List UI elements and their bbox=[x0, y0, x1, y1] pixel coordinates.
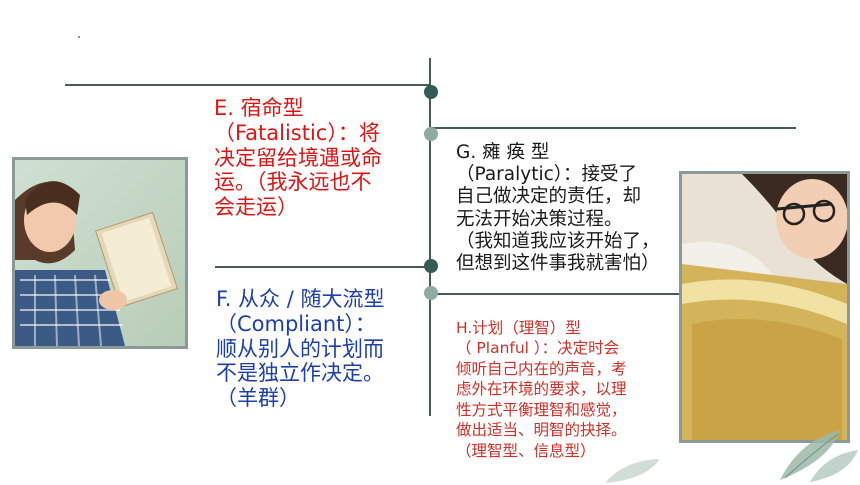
section-f-line: （Compliant）： bbox=[216, 311, 376, 336]
section-g-line: 自己做决定的责任，却 bbox=[456, 186, 642, 208]
section-f-line: 顺从别人的计划而 bbox=[216, 336, 384, 361]
section-h-planful: H.计划（理智）型 （ Planful ）：决定时会 倾听自己内在的声音，考 虑… bbox=[456, 318, 627, 461]
section-f-compliant: F. 从众 / 随大流型 （Compliant）： 顺从别人的计划而 不是独立作… bbox=[216, 287, 384, 411]
section-h-line: 虑外在环境的要求，以理 bbox=[456, 380, 627, 399]
section-f-line: 不是独立作决定。 bbox=[216, 361, 384, 386]
section-h-line: H.计划（理智）型 bbox=[456, 319, 581, 337]
timeline-node bbox=[424, 127, 438, 141]
timeline-line-g bbox=[430, 127, 796, 129]
timeline-line-f bbox=[215, 266, 430, 268]
section-h-line: （理智型、信息型） bbox=[456, 441, 596, 460]
timeline-node bbox=[424, 85, 438, 99]
section-f-line: （羊群） bbox=[216, 386, 300, 411]
section-e-line: 运。（我永远也不 bbox=[214, 170, 372, 195]
section-g-line: （Paralytic）：接受了 bbox=[456, 164, 638, 186]
timeline-vertical bbox=[429, 58, 431, 416]
section-e-fatalistic: E. 宿命型 （Fatalistic）：将 决定留给境遇或命 运。（我永远也不 … bbox=[214, 96, 382, 220]
timeline-line-h bbox=[430, 293, 680, 295]
woman-reading-book-photo bbox=[15, 160, 185, 346]
section-f-line: F. 从众 / 随大流型 bbox=[216, 287, 385, 311]
leaf-decoration-icon bbox=[605, 459, 660, 483]
timeline-line-top bbox=[65, 84, 430, 86]
section-g-line: 但想到这件事我就害怕） bbox=[456, 252, 660, 274]
section-g-line: （我知道我应该开始了， bbox=[456, 230, 660, 252]
leaf-decoration-icon bbox=[780, 430, 858, 482]
section-h-line: 性方式平衡理智和感觉， bbox=[456, 400, 627, 419]
timeline-node bbox=[424, 286, 438, 300]
section-e-line: 决定留给境遇或命 bbox=[214, 145, 382, 170]
photo-left bbox=[12, 157, 188, 349]
section-g-line: 无法开始决策过程。 bbox=[456, 208, 623, 230]
dot-mark bbox=[78, 36, 80, 38]
section-h-line: 做出适当、明智的抉择。 bbox=[456, 421, 627, 440]
section-h-line: （ Planful ）：决定时会 bbox=[456, 339, 620, 358]
section-e-line: 会走运） bbox=[214, 195, 298, 220]
woman-reading-book-photo bbox=[682, 174, 847, 440]
section-h-line: 倾听自己内在的声音，考 bbox=[456, 359, 627, 378]
section-e-line: E. 宿命型 bbox=[214, 96, 304, 120]
section-g-paralytic: G. 瘫 痪 型 （Paralytic）：接受了 自己做决定的责任，却 无法开始… bbox=[456, 142, 660, 275]
timeline-node bbox=[424, 259, 438, 273]
section-e-line: （Fatalistic）：将 bbox=[214, 120, 380, 145]
section-g-line: G. 瘫 痪 型 bbox=[456, 142, 550, 163]
photo-right bbox=[679, 171, 850, 443]
